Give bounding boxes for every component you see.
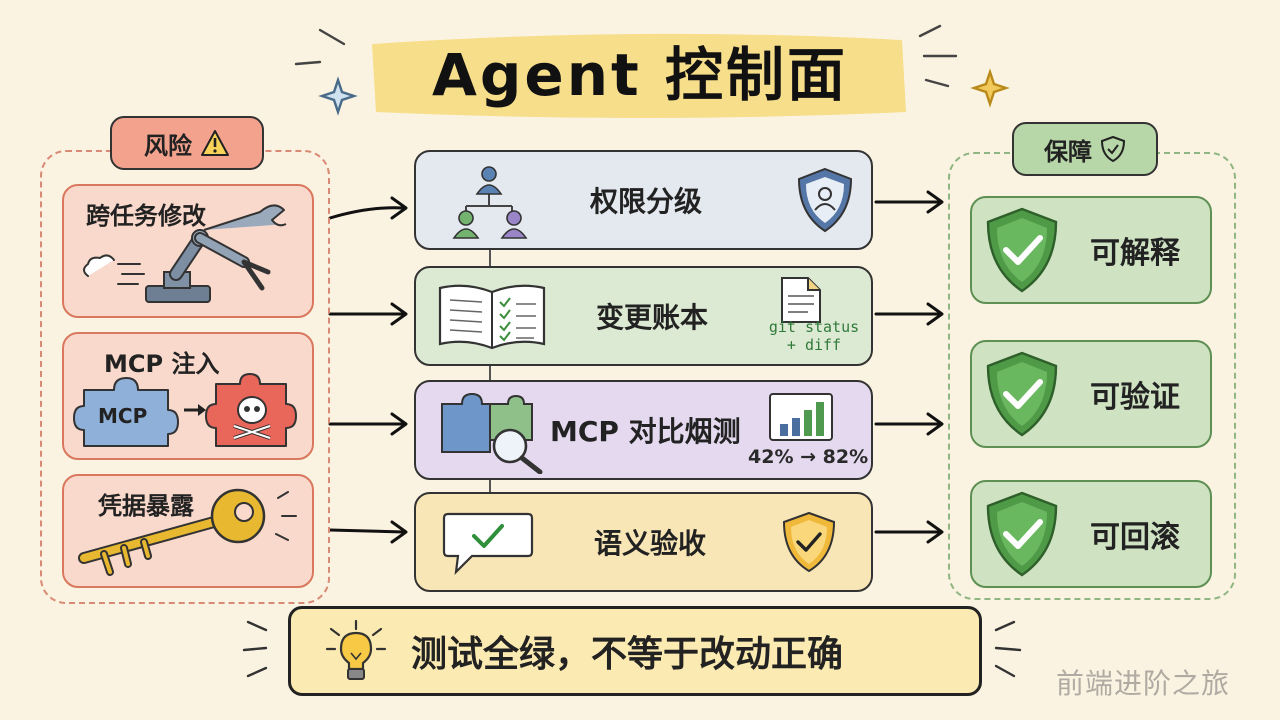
page-title: Agent 控制面 xyxy=(432,41,848,109)
document-icon xyxy=(781,277,821,323)
bottom-note-text: 测试全绿，不等于改动正确 xyxy=(411,634,844,675)
green-shield-check-icon xyxy=(986,207,1058,293)
guarantee-label: 可回滚 xyxy=(1090,520,1180,555)
smoke-test-note: 42% → 82% xyxy=(748,446,869,468)
puzzle-label: MCP xyxy=(98,404,148,428)
puzzle-skull-icon xyxy=(73,373,297,447)
puzzle-magnifier-icon xyxy=(441,392,543,474)
ledger-note: git status + diff xyxy=(768,318,860,354)
key-icon xyxy=(78,488,297,576)
gold-shield-check-icon xyxy=(782,511,836,573)
warning-icon xyxy=(201,130,229,156)
org-users-icon xyxy=(452,166,528,239)
bottom-callout: 测试全绿，不等于改动正确 xyxy=(288,606,982,696)
user-shield-icon xyxy=(797,167,853,233)
risk-card-cross-task: 跨任务修改 xyxy=(62,184,314,318)
control-card-permission-tiers: 权限分级 xyxy=(414,150,873,250)
lightbulb-icon xyxy=(325,619,387,680)
control-label: MCP 对比烟测 xyxy=(550,415,741,448)
speech-check-icon xyxy=(442,512,534,576)
sparkle-left-icon xyxy=(294,28,358,116)
control-label: 语义验收 xyxy=(594,527,707,560)
guarantee-label: 可验证 xyxy=(1090,380,1180,415)
watermark: 前端进阶之旅 xyxy=(1056,667,1231,700)
guarantee-card-explainable: 可解释 xyxy=(970,196,1212,304)
bar-chart-icon xyxy=(769,393,833,441)
control-label: 变更账本 xyxy=(596,301,709,334)
green-shield-check-icon xyxy=(986,491,1058,577)
guarantee-card-verifiable: 可验证 xyxy=(970,340,1212,448)
control-card-mcp-smoke-test: MCP 对比烟测 xyxy=(414,380,873,480)
green-shield-check-icon xyxy=(986,351,1058,437)
risk-header-label: 风险 xyxy=(144,131,192,160)
risk-card-mcp-injection: MCP 注入 MCP xyxy=(62,332,314,460)
risk-label: MCP 注入 xyxy=(104,350,220,378)
control-to-guarantee-arrows xyxy=(874,190,944,544)
title-highlight xyxy=(372,33,906,118)
shield-check-icon xyxy=(1100,135,1126,163)
open-book-icon xyxy=(438,284,546,350)
title-banner: Agent 控制面 xyxy=(380,22,900,118)
risk-to-control-arrows xyxy=(328,196,408,544)
guarantee-card-rollback: 可回滚 xyxy=(970,480,1212,588)
control-card-change-ledger: 变更账本 xyxy=(414,266,873,366)
guarantee-label: 可解释 xyxy=(1090,236,1180,271)
guarantee-header-label: 保障 xyxy=(1044,137,1092,166)
control-label: 权限分级 xyxy=(590,185,703,218)
risk-label: 跨任务修改 xyxy=(86,202,206,230)
sparkle-right-icon xyxy=(918,24,1010,108)
robot-arm-icon xyxy=(83,204,287,303)
risk-card-credential-exposure: 凭据暴露 xyxy=(62,474,314,588)
risk-label: 凭据暴露 xyxy=(98,492,194,520)
control-card-semantic-acceptance: 语义验收 xyxy=(414,492,873,592)
risk-header: 风险 xyxy=(110,116,264,170)
guarantee-header: 保障 xyxy=(1012,122,1158,176)
bottom-accent-strokes xyxy=(242,620,1022,678)
